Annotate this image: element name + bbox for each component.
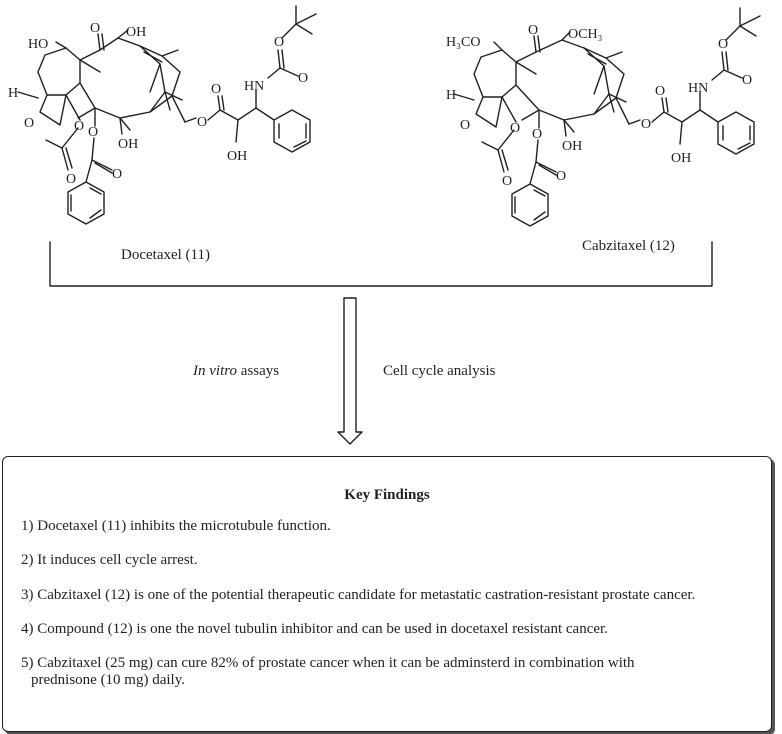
finding-item-3: 3) Cabzitaxel (12) is one of the potenti… xyxy=(21,587,696,603)
docetaxel-caption: Docetaxel (11) xyxy=(121,247,210,263)
cabazitaxel-label-benzoyl-o: O xyxy=(532,127,542,142)
key-findings-box: Key Findings 1) Docetaxel (11) inhibits … xyxy=(2,456,772,732)
docetaxel-benzoyl-ring xyxy=(67,181,105,225)
structures-panel: HO O OH H O O O O O OH O O OH HN O O H₃C… xyxy=(8,5,761,445)
finding-item-5: 5) Cabzitaxel (25 mg) can cure 82% of pr… xyxy=(21,655,767,689)
cabazitaxel-label-benzoyl-co: O xyxy=(556,169,566,184)
docetaxel-label-boc-co: O xyxy=(298,71,308,86)
cell-cycle-analysis-label: Cell cycle analysis xyxy=(383,363,496,379)
cabazitaxel-label-h: H xyxy=(446,88,456,103)
cabazitaxel-label-ester-co: O xyxy=(655,84,665,99)
docetaxel-label-ester-co: O xyxy=(211,82,221,97)
cabazitaxel-label-oh-mid: OH xyxy=(562,139,582,154)
finding-item-2: 2) It induces cell cycle arrest. xyxy=(21,552,198,568)
cabazitaxel-caption: Cabzitaxel (12) xyxy=(582,238,675,254)
finding-item-5-text: 5) Cabzitaxel (25 mg) can cure 82% of pr… xyxy=(21,655,635,671)
cabazitaxel-label-oh-side: OH xyxy=(671,151,691,166)
docetaxel-phenyl-ring xyxy=(273,109,311,153)
cabazitaxel-phenyl-ring xyxy=(717,111,755,155)
bracket xyxy=(49,241,713,287)
down-arrow xyxy=(337,297,363,445)
docetaxel-label-ester-o: O xyxy=(197,115,207,130)
cabazitaxel-label-oxetane-o: O xyxy=(460,118,470,133)
cabazitaxel-label-ketone-o: O xyxy=(528,23,538,38)
docetaxel-label-h: H xyxy=(8,86,18,101)
docetaxel-label-benzoyl-o: O xyxy=(88,125,98,140)
in-vitro-italic: In vitro xyxy=(193,363,238,379)
cabazitaxel-structure xyxy=(453,7,761,227)
docetaxel-ring-b xyxy=(79,37,166,119)
docetaxel-label-hn: HN xyxy=(244,79,264,94)
cabazitaxel-labels: H₃CO O OCH₃ H O O O O O OH O O OH HN O O xyxy=(446,23,752,189)
structures-diagram: HO O OH H O O O O O OH O O OH HN O O H₃C… xyxy=(8,5,761,445)
docetaxel-label-oh-mid: OH xyxy=(118,137,138,152)
assays-text: assays xyxy=(237,363,280,379)
docetaxel-label-ho: HO xyxy=(28,37,48,52)
cabazitaxel-ring-b xyxy=(515,39,610,121)
cabazitaxel-label-boc-co: O xyxy=(742,73,752,88)
docetaxel-label-oh-side: OH xyxy=(227,149,247,164)
docetaxel-label-oxetane-o: O xyxy=(24,116,34,131)
cabazitaxel-label-acetyl-o: O xyxy=(510,121,520,136)
docetaxel-label-acetyl-co: O xyxy=(66,172,76,187)
docetaxel-structure xyxy=(17,5,317,225)
cabazitaxel-label-acetyl-co: O xyxy=(502,174,512,189)
finding-item-4: 4) Compound (12) is one the novel tubuli… xyxy=(21,621,608,637)
docetaxel-label-boc-o: O xyxy=(274,35,284,50)
cabazitaxel-label-h3co: H₃CO xyxy=(446,35,480,50)
key-findings-title: Key Findings xyxy=(344,487,430,503)
cabazitaxel-label-hn: HN xyxy=(688,81,708,96)
cabazitaxel-ring-a xyxy=(473,49,517,98)
docetaxel-label-benzoyl-co: O xyxy=(112,167,122,182)
cabazitaxel-label-boc-o: O xyxy=(718,37,728,52)
docetaxel-labels: HO O OH H O O O O O OH O O OH HN O O xyxy=(8,21,308,187)
docetaxel-label-ketone-o: O xyxy=(90,21,100,36)
in-vitro-assays-label: In vitro assays xyxy=(193,362,279,380)
docetaxel-ring-a xyxy=(37,47,81,96)
cabazitaxel-label-och3: OCH₃ xyxy=(568,27,603,42)
docetaxel-label-acetyl-o: O xyxy=(74,119,84,134)
finding-item-5-continuation: prednisone (10 mg) daily. xyxy=(31,672,185,688)
cabazitaxel-benzoyl-ring xyxy=(511,183,549,227)
docetaxel-label-oh-top: OH xyxy=(126,25,146,40)
cabazitaxel-label-ester-o: O xyxy=(641,117,651,132)
finding-item-1: 1) Docetaxel (11) inhibits the microtubu… xyxy=(21,518,331,534)
